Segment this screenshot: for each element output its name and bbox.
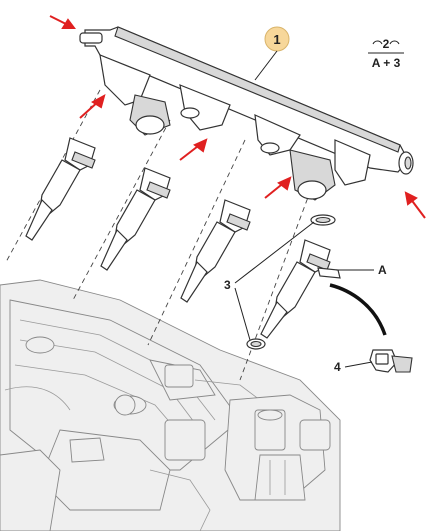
callout-A: A	[336, 263, 387, 277]
callout-4-label: 4	[334, 360, 341, 374]
fuel-injector-1	[25, 137, 96, 241]
engine-cylinder-head	[0, 279, 341, 531]
injector-connector-wire	[329, 283, 387, 336]
fuel-injector-3	[180, 199, 251, 303]
fuel-injector-4	[260, 239, 341, 339]
assembly-fraction-note: 2 A + 3	[368, 37, 404, 70]
arrow-cup-2	[179, 138, 208, 161]
callout-3-label: 3	[224, 278, 231, 292]
fuel-injector-2	[100, 167, 171, 271]
fraction-bottom-label: A + 3	[372, 56, 401, 70]
arrow-rail-left-end	[49, 15, 76, 29]
callout-A-label: A	[378, 263, 387, 277]
arrow-cup-3	[264, 176, 292, 199]
arrow-rail-right-end	[404, 191, 426, 219]
callout-1-label: 1	[273, 32, 280, 47]
seal-rings	[246, 214, 336, 350]
callout-1: 1	[254, 26, 290, 81]
callout-4: 4	[334, 360, 373, 374]
fraction-top-label: 2	[383, 37, 390, 51]
red-arrows	[49, 15, 426, 219]
retaining-clip	[369, 349, 413, 373]
callout-3: 3	[224, 221, 315, 341]
fuel-rail	[79, 26, 414, 201]
arrow-cup-1	[79, 93, 106, 119]
